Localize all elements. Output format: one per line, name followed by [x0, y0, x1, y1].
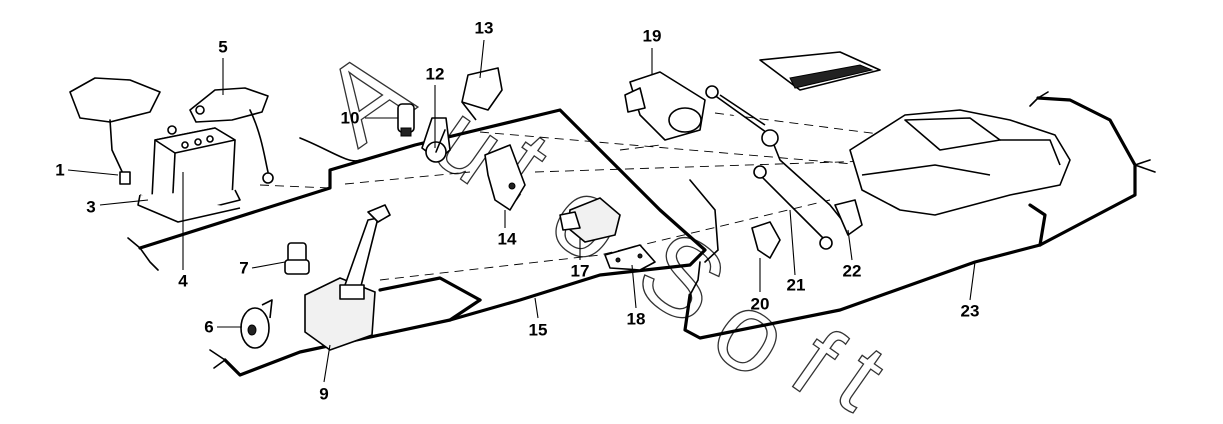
battery	[137, 125, 241, 223]
callout-23: 23	[960, 301, 980, 321]
callout-20: 20	[750, 294, 770, 314]
callout-7: 7	[239, 258, 249, 278]
callout-9: 9	[319, 384, 329, 404]
wiper-blade	[759, 51, 881, 91]
callout-10: 10	[340, 108, 360, 128]
callout-14: 14	[497, 229, 517, 249]
horn	[240, 299, 273, 349]
callout-21: 21	[786, 275, 806, 295]
rear-harness	[683, 91, 1156, 340]
bracket-14	[484, 144, 526, 211]
callout-3: 3	[86, 197, 96, 217]
distributor	[421, 117, 451, 163]
column-switch	[304, 204, 391, 351]
car-outline	[849, 109, 1071, 216]
callout-15: 15	[528, 320, 548, 340]
callout-17: 17	[570, 261, 590, 281]
reference-lines	[259, 112, 911, 281]
callout-12: 12	[425, 64, 445, 84]
relay-box	[461, 67, 503, 121]
battery-clamp-cover	[69, 77, 161, 185]
callout-22: 22	[842, 261, 862, 281]
callout-13: 13	[474, 18, 494, 38]
callout-6: 6	[204, 317, 214, 337]
wiper-linkage	[705, 85, 863, 250]
leader-lines	[67, 39, 976, 383]
callout-18: 18	[626, 309, 646, 329]
callout-1: 1	[55, 160, 65, 180]
bracket-20	[751, 221, 781, 259]
connector-10	[397, 103, 415, 137]
regulator	[559, 197, 621, 243]
connector-block	[604, 244, 656, 271]
wiper-motor	[624, 71, 706, 141]
pressure-switch	[284, 242, 310, 275]
battery-cover	[189, 87, 274, 184]
callout-19: 19	[642, 26, 662, 46]
callout-5: 5	[218, 37, 228, 57]
callout-4: 4	[178, 271, 188, 291]
